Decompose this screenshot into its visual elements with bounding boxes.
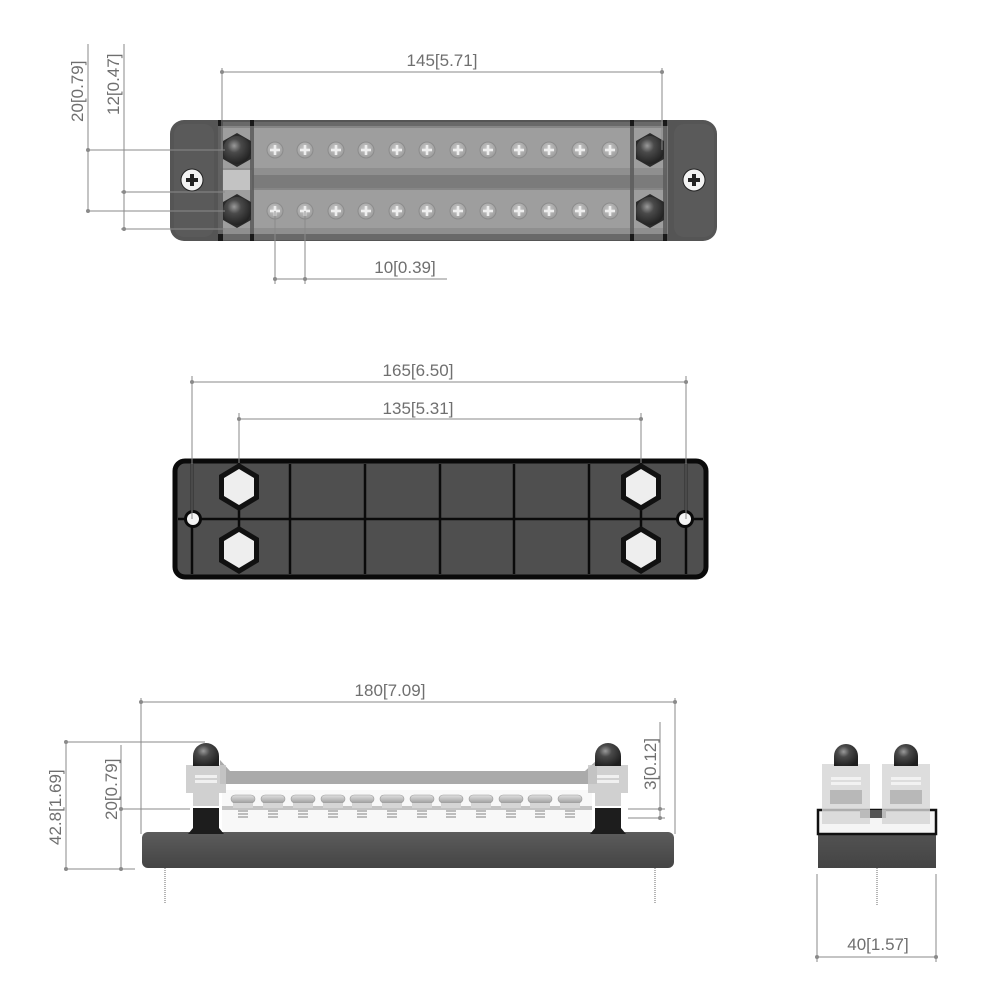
svg-text:3[0.12]: 3[0.12] xyxy=(641,738,660,790)
svg-text:40[1.57]: 40[1.57] xyxy=(847,935,908,954)
stud-cap-icon xyxy=(894,744,918,766)
bottom-view: 165[6.50] 135[5.31] xyxy=(172,361,709,580)
front-bus-bar xyxy=(220,760,597,784)
stud-assembly-right xyxy=(588,743,628,806)
dimension-10: 10[0.39] xyxy=(273,211,447,284)
dimension-20-top: 20[0.79] xyxy=(68,44,225,213)
svg-text:12[0.47]: 12[0.47] xyxy=(104,54,123,115)
dimension-135: 135[5.31] xyxy=(237,399,643,463)
dimension-145: 145[5.71] xyxy=(220,51,664,150)
stud-cap-icon xyxy=(193,743,219,766)
svg-text:180[7.09]: 180[7.09] xyxy=(355,681,426,700)
dimension-3: 3[0.12] xyxy=(628,722,665,820)
stud-assembly-left xyxy=(186,743,226,806)
side-view: 40[1.57] xyxy=(815,744,938,962)
dimension-20-front: 20[0.79] xyxy=(102,745,190,871)
dimension-40: 40[1.57] xyxy=(815,874,938,962)
svg-text:165[6.50]: 165[6.50] xyxy=(383,361,454,380)
svg-text:135[5.31]: 135[5.31] xyxy=(383,399,454,418)
mount-screw-icon xyxy=(682,168,706,192)
stud-cap-icon xyxy=(595,743,621,766)
top-view: 145[5.71] 20[0.79] 12[0.47] 10[0.39] xyxy=(68,44,717,284)
dimension-42-8: 42.8[1.69] xyxy=(46,740,205,871)
dimension-180: 180[7.09] xyxy=(139,681,677,834)
side-stud-right xyxy=(882,744,930,824)
svg-text:10[0.39]: 10[0.39] xyxy=(374,258,435,277)
side-stud-left xyxy=(822,744,870,824)
svg-text:42.8[1.69]: 42.8[1.69] xyxy=(46,769,65,845)
svg-text:20[0.79]: 20[0.79] xyxy=(68,61,87,122)
svg-text:20[0.79]: 20[0.79] xyxy=(102,759,121,820)
stud-cap-icon xyxy=(834,744,858,766)
mount-screw-icon xyxy=(180,168,204,192)
front-base xyxy=(142,832,674,868)
dimension-165: 165[6.50] xyxy=(190,361,688,519)
svg-text:145[5.71]: 145[5.71] xyxy=(407,51,478,70)
dimension-12: 12[0.47] xyxy=(104,44,225,231)
mount-hole-icon xyxy=(184,510,202,528)
front-view: 180[7.09] 42.8[1.69] 20[0.79] 3[0.12] xyxy=(46,681,677,904)
mount-hole-icon xyxy=(676,510,694,528)
